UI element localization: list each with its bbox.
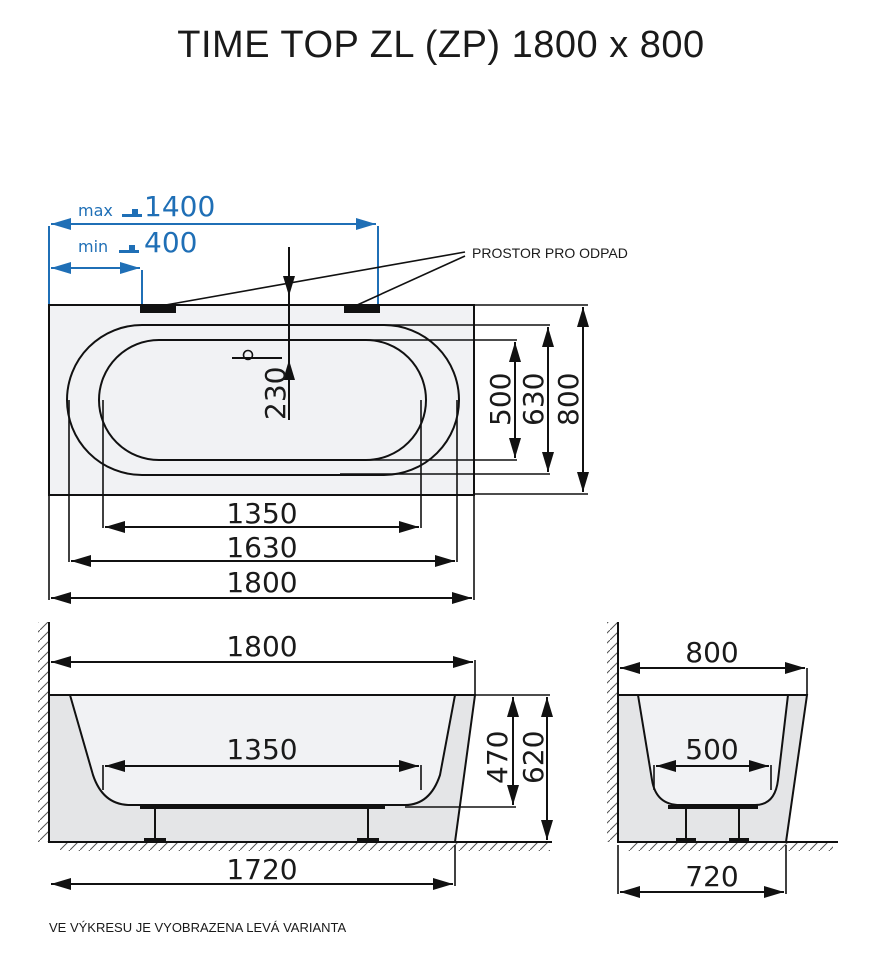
waste-space-left <box>140 305 176 313</box>
foot-right <box>357 838 379 843</box>
end-view: 800 500 720 <box>607 622 838 898</box>
side-length-1350: 1350 <box>226 733 297 766</box>
min-value: 400 <box>144 226 197 259</box>
tub-outline-plan <box>48 304 475 496</box>
tub-cross-section <box>68 694 457 806</box>
end-width-720: 720 <box>685 860 738 893</box>
plan-height-800: 800 <box>552 373 585 426</box>
end-width-800: 800 <box>685 636 738 669</box>
plan-height-500: 500 <box>484 373 517 426</box>
plan-view: max 1400 min 400 PROSTOR PRO ODPAD 230 <box>48 190 628 604</box>
plan-length-1800: 1800 <box>226 566 297 599</box>
faucet-range-dimensions: max 1400 min 400 <box>48 190 379 305</box>
drain-offset-dimension: 230 <box>259 367 292 420</box>
waste-space-right <box>344 305 380 313</box>
max-value: 1400 <box>144 190 215 223</box>
waste-space-label: PROSTOR PRO ODPAD <box>472 245 628 261</box>
side-height-620: 620 <box>517 731 550 784</box>
faucet-icon <box>119 245 139 253</box>
rim-inner <box>98 339 427 461</box>
drawing-title: TIME TOP ZL (ZP) 1800 x 800 <box>177 24 705 66</box>
plan-length-1350: 1350 <box>226 497 297 530</box>
side-length-1800: 1800 <box>226 630 297 663</box>
plan-height-630: 630 <box>517 373 550 426</box>
foot-left <box>144 838 166 843</box>
footer-note: VE VÝKRESU JE VYOBRAZENA LEVÁ VARIANTA <box>49 920 346 935</box>
side-depth-470: 470 <box>481 731 514 784</box>
side-view: 1800 1350 1720 470 620 <box>38 622 553 890</box>
drain-icon <box>242 349 254 361</box>
min-label: min <box>78 237 108 256</box>
rim-outer <box>66 324 460 476</box>
max-label: max <box>78 201 113 220</box>
end-width-500: 500 <box>685 733 738 766</box>
plan-length-1630: 1630 <box>226 531 297 564</box>
side-length-1720: 1720 <box>226 853 297 886</box>
faucet-icon <box>122 209 142 217</box>
